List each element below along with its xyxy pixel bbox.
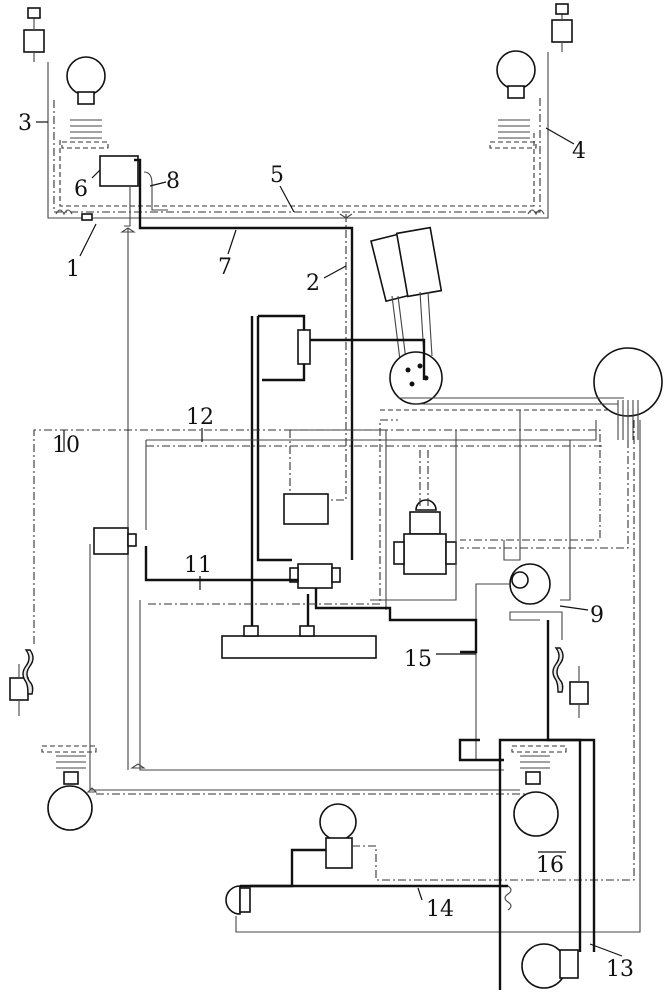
svg-text:16: 16 (536, 853, 564, 878)
svg-text:8: 8 (166, 169, 180, 194)
svg-text:15: 15 (404, 647, 432, 672)
central-harness (145, 397, 629, 762)
svg-text:2: 2 (306, 271, 320, 296)
callout-5: 5 (270, 163, 295, 213)
svg-text:11: 11 (184, 553, 212, 578)
callout-10: 10 (52, 430, 80, 458)
svg-text:3: 3 (18, 111, 32, 136)
component-2-wire (330, 213, 353, 501)
side-marker-left (9, 429, 601, 716)
connector-top-right (551, 3, 573, 52)
callout-9: 9 (559, 603, 604, 628)
headlamp-top-right (489, 50, 537, 149)
side-marker-right (509, 611, 589, 718)
svg-text:5: 5 (270, 163, 284, 188)
callouts: 1 2 3 4 5 6 7 8 (18, 111, 634, 982)
callout-14: 14 (417, 887, 454, 922)
svg-text:14: 14 (426, 897, 454, 922)
callout-2: 2 (306, 265, 347, 296)
ignition-switch (144, 546, 478, 654)
svg-text:10: 10 (52, 433, 80, 458)
callout-7: 7 (218, 229, 237, 280)
wiper-motor (460, 563, 551, 761)
switch-cluster (393, 450, 457, 575)
headlamp-top-left (61, 56, 109, 149)
callout-12: 12 (186, 405, 214, 442)
front-loom (47, 52, 549, 221)
junction-box-left (93, 419, 398, 605)
battery (221, 316, 377, 659)
svg-text:7: 7 (218, 255, 232, 280)
svg-text:9: 9 (590, 603, 604, 628)
callout-3: 3 (18, 111, 48, 136)
svg-text:13: 13 (606, 957, 634, 982)
stop-lamp (498, 620, 596, 990)
fuse-holder (256, 314, 426, 562)
connector-top-left (23, 7, 45, 62)
reverse-lamp (225, 420, 641, 933)
callout-1: 1 (66, 223, 97, 282)
callout-11: 11 (184, 553, 212, 590)
callout-16: 16 (536, 851, 566, 878)
callout-4: 4 (545, 127, 586, 164)
svg-text:4: 4 (572, 139, 586, 164)
svg-text:12: 12 (186, 405, 214, 430)
rear-loom (86, 544, 528, 795)
svg-text:1: 1 (66, 257, 80, 282)
callout-15: 15 (404, 647, 476, 672)
svg-text:6: 6 (74, 177, 88, 202)
callout-13: 13 (589, 943, 634, 982)
rear-lamp-left (41, 745, 97, 831)
instrument-gauge (593, 347, 663, 440)
rear-lamp-right (511, 745, 567, 837)
callout-8: 8 (149, 169, 180, 194)
steering-column (370, 226, 443, 405)
component-6-box (99, 155, 354, 770)
callout-6: 6 (74, 169, 101, 202)
